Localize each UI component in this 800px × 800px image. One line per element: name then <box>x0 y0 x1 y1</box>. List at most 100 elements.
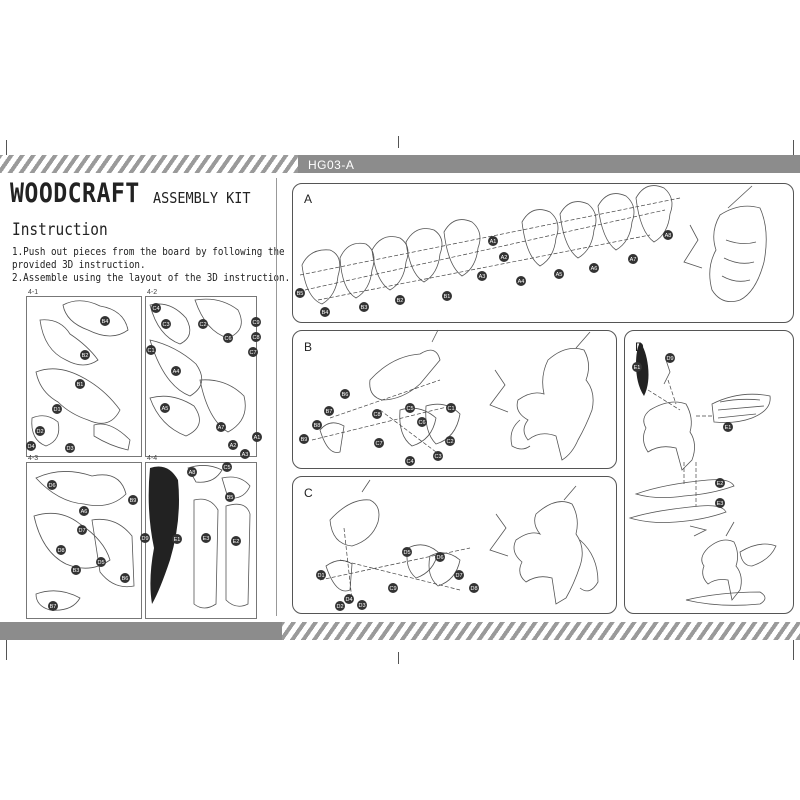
svg-text:D1: D1 <box>53 407 60 413</box>
part-badge: A5 <box>554 269 564 279</box>
part-badge: A8 <box>663 230 673 240</box>
part-badge: C8 <box>372 409 382 419</box>
step-a-exploded-layers <box>299 185 767 305</box>
part-badge: B3 <box>71 565 81 575</box>
part-badge: C7 <box>374 438 384 448</box>
svg-text:C2: C2 <box>446 439 453 445</box>
step-b-exploded-body <box>311 329 594 461</box>
part-badge: B7 <box>48 601 58 611</box>
svg-text:C9: C9 <box>389 586 396 592</box>
part-badge: A4 <box>516 276 526 286</box>
svg-text:D9: D9 <box>666 356 673 362</box>
part-badge: E2 <box>715 478 725 488</box>
part-badge: A1 <box>488 236 498 246</box>
svg-text:D7: D7 <box>455 573 462 579</box>
part-badge: A5 <box>160 403 170 413</box>
instruction-step-1-cont: provided 3D instruction. <box>12 259 146 271</box>
svg-text:D8: D8 <box>470 586 477 592</box>
svg-text:E1: E1 <box>634 365 641 371</box>
part-badge: B6 <box>120 573 130 583</box>
step-panel-d <box>624 330 794 614</box>
part-badge: A2 <box>499 252 509 262</box>
bottom-solid-band <box>0 622 282 640</box>
part-badge: D4 <box>26 441 36 451</box>
sheet-label: 4-1 <box>28 289 39 296</box>
part-badge: A2 <box>228 440 238 450</box>
part-badge: D8 <box>469 583 479 593</box>
part-badge: C5 <box>222 462 232 472</box>
part-badge: B2 <box>80 350 90 360</box>
svg-text:E2: E2 <box>717 481 724 487</box>
part-badge: E1 <box>632 362 642 372</box>
svg-text:D2: D2 <box>36 429 43 435</box>
part-badge: C9 <box>388 583 398 593</box>
top-header-band <box>298 155 800 173</box>
svg-text:B5: B5 <box>227 495 234 501</box>
svg-text:B1: B1 <box>444 294 451 300</box>
part-badge: E3 <box>201 533 211 543</box>
part-badge: D5 <box>402 547 412 557</box>
page-subtitle: ASSEMBLY KIT <box>153 189 251 207</box>
part-badge: D3 <box>65 443 75 453</box>
part-badge: B5 <box>225 492 235 502</box>
part-badge: A6 <box>79 506 89 516</box>
crop-mark <box>398 652 399 664</box>
svg-text:B7: B7 <box>50 604 57 610</box>
part-badge: D4 <box>344 594 354 604</box>
part-badge: D6 <box>435 552 445 562</box>
part-badge: D2 <box>335 601 345 611</box>
part-badge: D7 <box>454 570 464 580</box>
part-badge: E1 <box>172 534 182 544</box>
part-badge: E1 <box>723 422 733 432</box>
svg-text:D9: D9 <box>141 536 148 542</box>
crop-mark <box>398 136 399 148</box>
svg-text:A7: A7 <box>630 257 637 263</box>
part-badge: B7 <box>324 406 334 416</box>
part-badge: A7 <box>216 422 226 432</box>
svg-text:D3: D3 <box>358 603 365 609</box>
svg-text:A7: A7 <box>218 425 225 431</box>
svg-text:A5: A5 <box>162 406 169 412</box>
svg-text:B5: B5 <box>297 291 304 297</box>
svg-text:C9: C9 <box>252 320 259 326</box>
svg-text:A8: A8 <box>665 233 672 239</box>
svg-text:D4: D4 <box>27 444 34 450</box>
svg-text:E3: E3 <box>717 501 724 507</box>
part-badge: C8 <box>251 332 261 342</box>
part-badge: A3 <box>240 449 250 459</box>
vertical-divider <box>276 178 277 616</box>
svg-text:D4: D4 <box>345 597 352 603</box>
part-badge: A1 <box>252 432 262 442</box>
part-badge: C2 <box>445 436 455 446</box>
step-d-wings-stand <box>628 342 777 606</box>
svg-text:B3: B3 <box>361 305 368 311</box>
part-badge: B2 <box>395 295 405 305</box>
svg-text:E2: E2 <box>233 539 240 545</box>
svg-text:C7: C7 <box>249 350 256 356</box>
svg-text:A8: A8 <box>189 470 196 476</box>
part-badge: B9 <box>128 495 138 505</box>
svg-text:D6: D6 <box>436 555 443 561</box>
part-badge: C3 <box>433 451 443 461</box>
part-badge: B5 <box>295 288 305 298</box>
svg-text:D7: D7 <box>78 528 85 534</box>
part-badge: D1 <box>52 404 62 414</box>
bottom-stripe-band <box>282 622 800 640</box>
model-code: HG03-A <box>308 158 355 172</box>
svg-text:D5: D5 <box>97 560 104 566</box>
part-sheet-4-1 <box>26 296 142 457</box>
svg-text:D5: D5 <box>403 550 410 556</box>
svg-text:C3: C3 <box>434 454 441 460</box>
part-badge: B1 <box>442 291 452 301</box>
svg-text:C8: C8 <box>373 412 380 418</box>
svg-text:D8: D8 <box>57 548 64 554</box>
svg-text:C1: C1 <box>447 406 454 412</box>
svg-text:D2: D2 <box>336 604 343 610</box>
part-badge: C3 <box>161 319 171 329</box>
crop-mark <box>6 140 7 164</box>
sheet-label: 4-3 <box>28 455 39 462</box>
svg-text:A2: A2 <box>230 443 237 449</box>
page-title: WOODCRAFT <box>10 178 140 209</box>
